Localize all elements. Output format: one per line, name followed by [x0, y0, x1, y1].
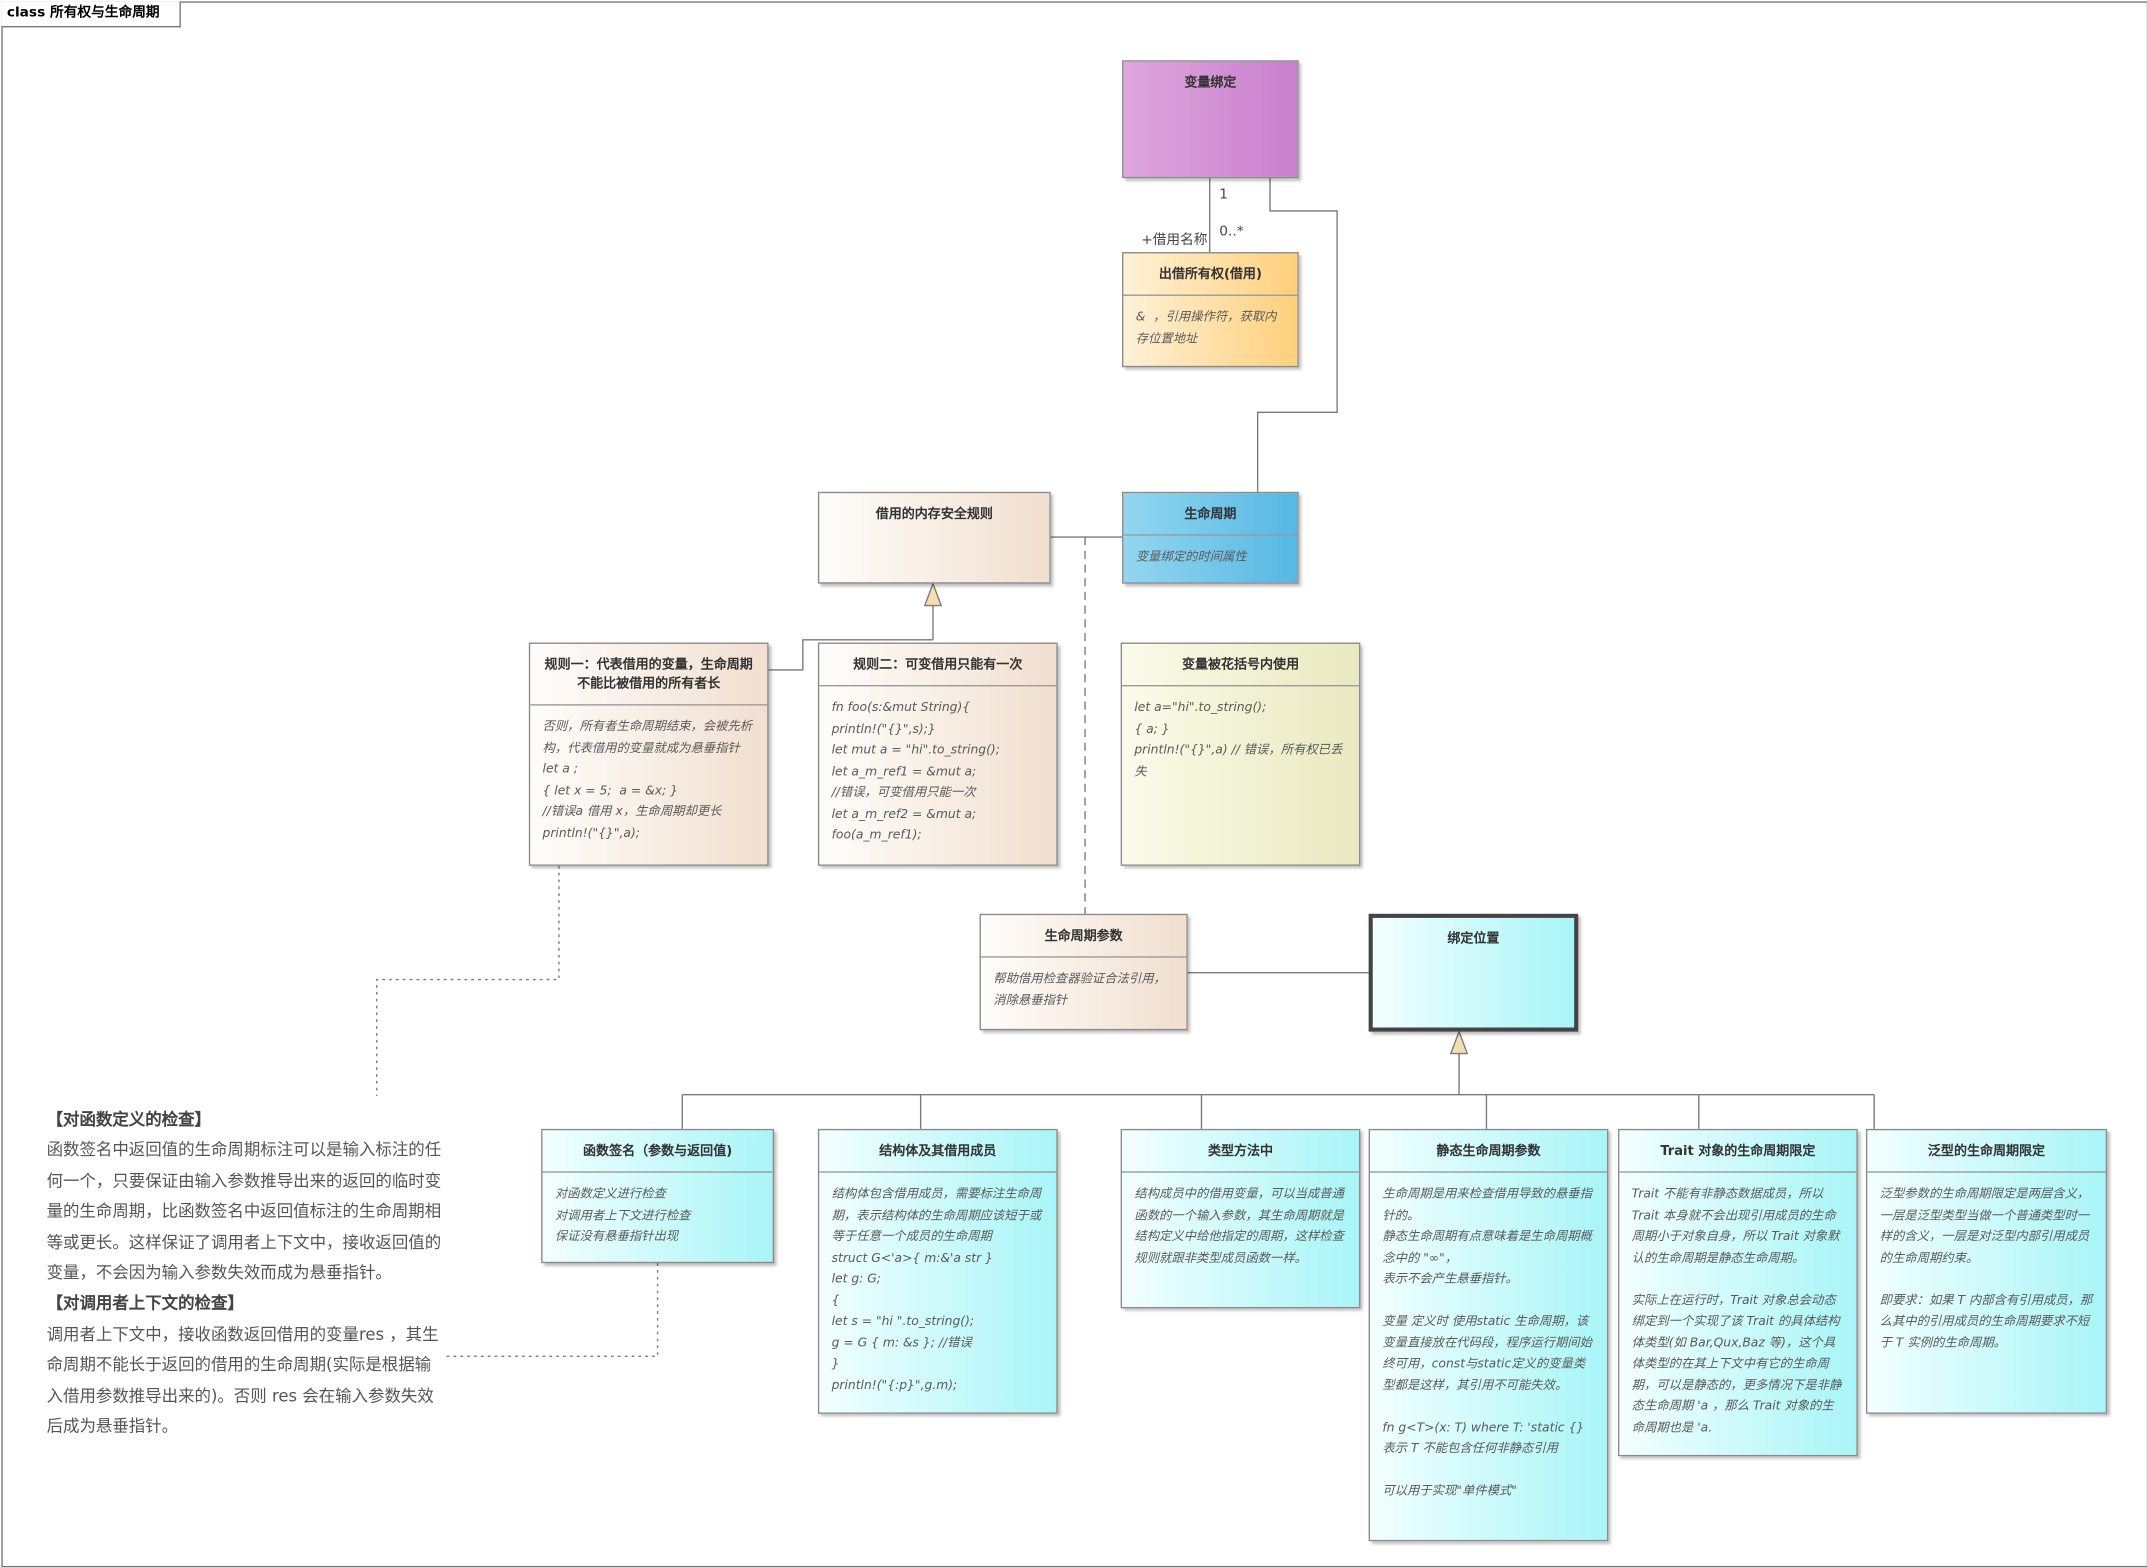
- node-title: 函数签名（参数与返回值): [583, 1143, 733, 1160]
- node-fn-signature[interactable]: 函数签名（参数与返回值) 对函数定义进行检查 对调用者上下文进行检查 保证没有悬…: [541, 1128, 775, 1264]
- node-lifetime[interactable]: 生命周期 变量绑定的时间属性: [1122, 491, 1299, 584]
- node-title: 变量绑定: [1184, 75, 1237, 91]
- node-trait-object[interactable]: Trait 对象的生命周期限定 Trait 不能有非静态数据成员，所以Trait…: [1617, 1128, 1858, 1457]
- note-heading: 【对调用者上下文的检查】: [46, 1293, 244, 1314]
- node-title: 泛型的生命周期限定: [1927, 1143, 2046, 1160]
- generalization-arrowhead: [1449, 1029, 1469, 1055]
- node-title: 借用的内存安全规则: [875, 506, 993, 522]
- node-title: 结构体及其借用成员: [879, 1143, 997, 1160]
- node-body: 泛型参数的生命周期限定是两层含义，一层是泛型类型当做一个普通类型时一样的含义，一…: [1867, 1171, 2106, 1363]
- generalization-arrowhead: [923, 581, 943, 607]
- node-body: 变量绑定的时间属性: [1123, 534, 1298, 577]
- node-title: 出借所有权(借用): [1158, 267, 1262, 283]
- node-binding-position[interactable]: 绑定位置: [1368, 913, 1579, 1032]
- node-struct-member[interactable]: 结构体及其借用成员 结构体包含借用成员，需要标注生命周期，表示结构体的生命周期应…: [817, 1128, 1058, 1414]
- role-label: +借用名称: [1141, 232, 1208, 248]
- node-title: 变量被花括号内使用: [1181, 657, 1300, 673]
- node-rule1[interactable]: 规则一：代表借用的变量，生命周期不能比被借用的所有者长 否则，所有者生命周期结束…: [528, 642, 769, 866]
- node-brace-use[interactable]: 变量被花括号内使用 let a="hi".to_string(); { a; }…: [1120, 642, 1361, 866]
- node-var-binding[interactable]: 变量绑定: [1122, 60, 1299, 179]
- note-text: 函数签名中返回值的生命周期标注可以是输入标注的任何一个，只要保证由输入参数推导出…: [46, 1140, 442, 1283]
- rule1-generalization-line: [768, 639, 933, 671]
- node-body: fn foo(s:&mut String){ println!("{}",s);…: [819, 685, 1057, 856]
- node-generic[interactable]: 泛型的生命周期限定 泛型参数的生命周期限定是两层含义，一层是泛型类型当做一个普通…: [1865, 1128, 2108, 1414]
- node-title: 生命周期参数: [1044, 928, 1123, 944]
- node-body: 否则，所有者生命周期结束，会被先析构，代表借用的变量就成为悬垂指针 let a …: [530, 704, 768, 853]
- node-body: 帮助借用检查器验证合法引用，消除悬垂指针: [980, 956, 1187, 1020]
- note-link-rule1: [376, 865, 560, 1097]
- node-title: 生命周期: [1184, 506, 1237, 522]
- node-body: & ，引用操作符，获取内存位置地址: [1123, 294, 1298, 359]
- node-lifetime-param[interactable]: 生命周期参数 帮助借用检查器验证合法引用，消除悬垂指针: [979, 913, 1188, 1031]
- node-type-method[interactable]: 类型方法中 结构成员中的借用变量，可以当成普通函数的一个输入参数，其生命周期就是…: [1120, 1128, 1361, 1309]
- node-title: Trait 对象的生命周期限定: [1660, 1143, 1816, 1160]
- node-body: Trait 不能有非静态数据成员，所以Trait 本身就不会出现引用成员的生命周…: [1619, 1171, 1857, 1448]
- node-title: 绑定位置: [1447, 931, 1500, 947]
- node-title: 规则二：可变借用只能有一次: [853, 657, 1023, 673]
- multiplicity-one: 1: [1219, 187, 1229, 203]
- frame-title: class 所有权与生命周期: [1, 1, 181, 28]
- node-rule2[interactable]: 规则二：可变借用只能有一次 fn foo(s:&mut String){ pri…: [817, 642, 1058, 866]
- node-title: 类型方法中: [1207, 1143, 1274, 1160]
- node-safety-rules[interactable]: 借用的内存安全规则: [817, 491, 1051, 584]
- node-body: 生命周期是用来检查借用导致的悬垂指针的。 静态生命周期有点意味着是生命周期概念中…: [1370, 1171, 1608, 1511]
- node-static-lifetime[interactable]: 静态生命周期参数 生命周期是用来检查借用导致的悬垂指针的。 静态生命周期有点意味…: [1368, 1128, 1609, 1542]
- node-body: 结构成员中的借用变量，可以当成普通函数的一个输入参数，其生命周期就是结构定义中给…: [1122, 1171, 1360, 1278]
- node-borrow[interactable]: 出借所有权(借用) & ，引用操作符，获取内存位置地址: [1122, 252, 1299, 368]
- node-title: 规则一：代表借用的变量，生命周期不能比被借用的所有者长: [544, 657, 753, 692]
- binding-lifetime-connector: [1256, 178, 1338, 492]
- node-title: 静态生命周期参数: [1436, 1143, 1541, 1160]
- note-text: 调用者上下文中，接收函数返回借用的变量res ，其生命周期不能长于返回的借用的生…: [46, 1324, 439, 1436]
- note-link-fn-sig: [443, 1263, 659, 1357]
- node-body: 结构体包含借用成员，需要标注生命周期，表示结构体的生命周期应该短于或等于任意一个…: [819, 1171, 1057, 1405]
- note-heading: 【对函数定义的检查】: [46, 1109, 212, 1129]
- node-body: 对函数定义进行检查 对调用者上下文进行检查 保证没有悬垂指针出现: [542, 1171, 773, 1257]
- multiplicity-many: 0..*: [1219, 224, 1244, 240]
- node-body: let a="hi".to_string(); { a; } println!(…: [1122, 685, 1360, 792]
- annotation-note: 【对函数定义的检查】 函数签名中返回值的生命周期标注可以是输入标注的任何一个，只…: [47, 1104, 444, 1442]
